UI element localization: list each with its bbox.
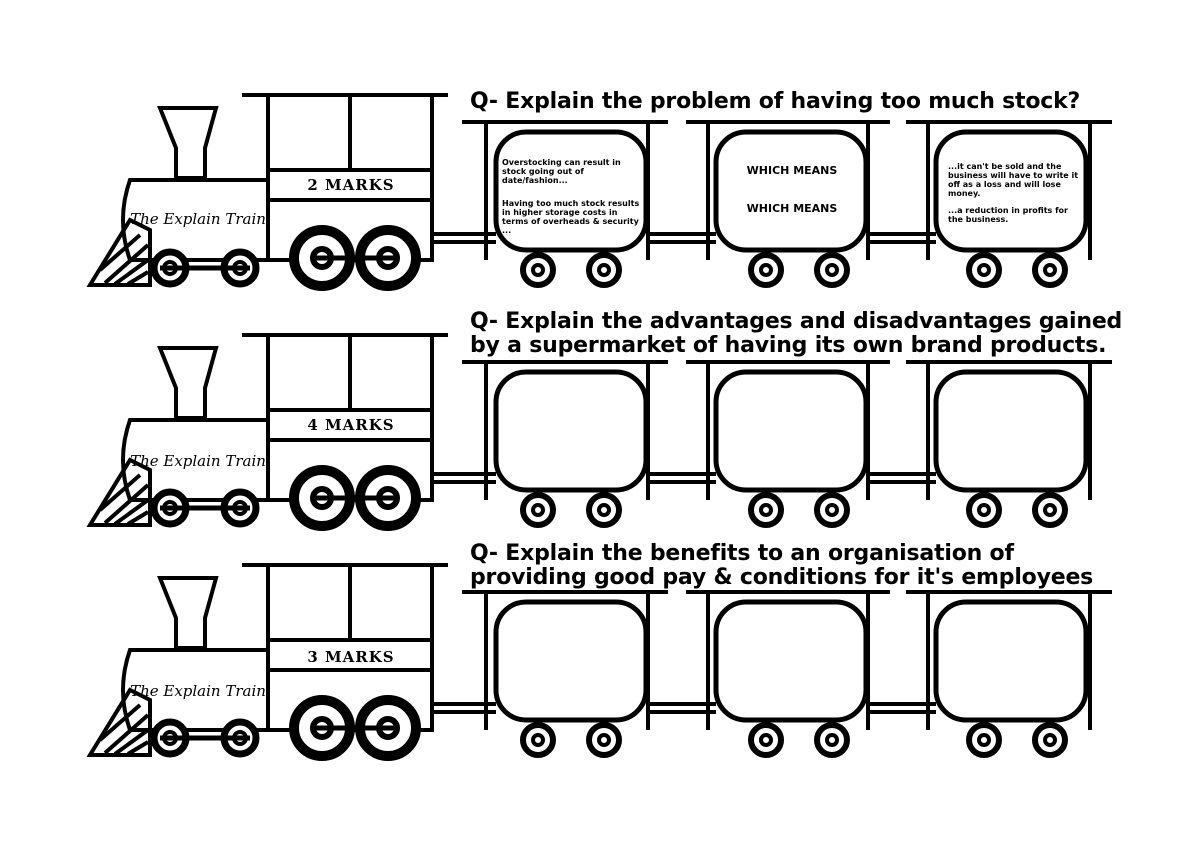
explain-train-1: Q- Explain the problem of having too muc… [0,70,1200,310]
question-text: Q- Explain the advantages and disadvanta… [470,309,1123,358]
train-drawing [86,563,1112,761]
carriage-answer-1[interactable] [502,608,642,714]
answer-line: WHICH MEANS [746,164,838,177]
carriage-answer-2[interactable]: WHICH MEANS WHICH MEANS [722,164,862,224]
carriage-answer-3[interactable] [942,378,1082,484]
engine-label: The Explain Train [130,210,266,228]
carriage-answer-2[interactable] [722,608,862,714]
train-drawing [86,333,1112,531]
answer-line: ...it can't be sold and the business wil… [948,162,1079,198]
answer-line: Having too much stock results in higher … [502,199,640,235]
marks-label: 3 MARKS [307,648,395,666]
engine-label: The Explain Train [130,682,266,700]
explain-train-3: Q- Explain the benefits to an organisati… [0,540,1200,780]
marks-label: 4 MARKS [307,416,395,434]
carriage-answer-1[interactable] [502,378,642,484]
answer-line: WHICH MEANS [746,202,838,215]
carriage-answer-3[interactable]: ...it can't be sold and the business wil… [948,162,1082,248]
engine-label: The Explain Train [130,452,266,470]
train-drawing [86,93,1112,291]
carriage-answer-2[interactable] [722,378,862,484]
answer-line: ...a reduction in profits for the busine… [948,206,1068,224]
question-text: Q- Explain the benefits to an organisati… [470,541,1094,590]
carriage-answer-3[interactable] [942,608,1082,714]
answer-line: Overstocking can result in stock going o… [502,158,621,185]
question-text: Q- Explain the problem of having too muc… [470,89,1081,114]
marks-label: 2 MARKS [307,176,395,194]
explain-train-2: Q- Explain the advantages and disadvanta… [0,310,1200,550]
carriage-answer-1[interactable]: Overstocking can result in stock going o… [502,158,642,244]
